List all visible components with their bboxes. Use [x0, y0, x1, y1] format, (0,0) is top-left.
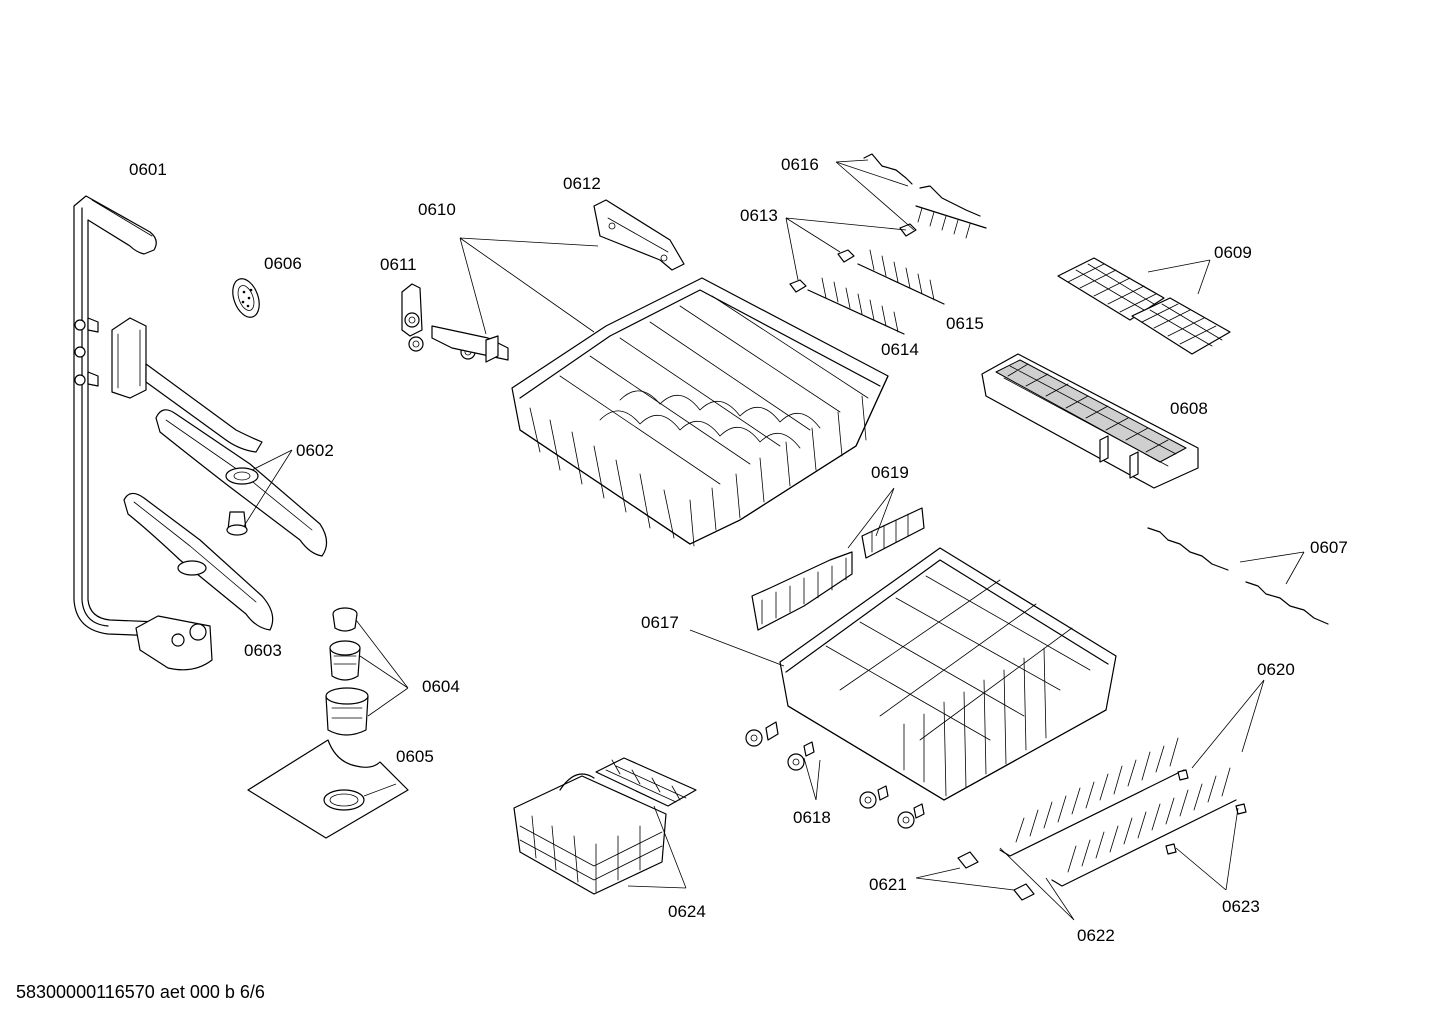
part-0603-spray-arm — [123, 492, 274, 631]
part-0624-cutlery-basket — [513, 757, 697, 895]
label-0615: 0615 — [946, 314, 984, 333]
part-0610-upper-basket — [511, 277, 889, 547]
part-0607-strips — [1147, 527, 1329, 625]
part-0606-cap — [232, 278, 260, 318]
part-0608-cutlery-tray — [981, 353, 1199, 489]
label-0606: 0606 — [264, 254, 302, 273]
label-0607: 0607 — [1310, 538, 1348, 557]
part-0615-tine-row — [857, 249, 945, 305]
part-0611-rail — [401, 283, 509, 363]
part-0614-tine-row — [807, 277, 905, 335]
part-0619-tine-panels — [751, 507, 925, 631]
label-0601: 0601 — [129, 160, 167, 179]
part-0616-tine-holders — [863, 153, 987, 239]
part-labels: 0601 0602 0603 0604 0605 0606 0607 0608 … — [129, 155, 1348, 945]
label-0602: 0602 — [296, 441, 334, 460]
part-0623-clips — [1165, 769, 1247, 855]
part-0621-clips — [957, 851, 1035, 901]
label-0622: 0622 — [1077, 926, 1115, 945]
leader-lines — [243, 159, 1305, 921]
label-0621: 0621 — [869, 875, 907, 894]
label-0624: 0624 — [668, 902, 706, 921]
drawing-reference-number: 58300000116570 aet 000 b 6/6 — [16, 982, 265, 1002]
label-0608: 0608 — [1170, 399, 1208, 418]
label-0605: 0605 — [396, 747, 434, 766]
label-0612: 0612 — [563, 174, 601, 193]
label-0611: 0611 — [380, 255, 417, 274]
label-0623: 0623 — [1222, 897, 1260, 916]
part-0604-filters — [325, 607, 369, 736]
label-0616: 0616 — [781, 155, 819, 174]
label-0614: 0614 — [881, 340, 919, 359]
label-0603: 0603 — [244, 641, 282, 660]
label-0610: 0610 — [418, 200, 456, 219]
label-0613: 0613 — [740, 206, 778, 225]
part-0617-lower-basket — [779, 547, 1117, 801]
label-0619: 0619 — [871, 463, 909, 482]
part-0605-filter-plate — [247, 739, 409, 839]
part-0620-tine-rows — [999, 737, 1237, 887]
part-0602-spray-arm — [155, 409, 328, 557]
part-0612-bracket — [593, 199, 685, 271]
label-0617: 0617 — [641, 613, 679, 632]
part-0618-wheels — [745, 721, 925, 829]
part-0601-water-pipe — [73, 195, 263, 671]
label-0620: 0620 — [1257, 660, 1295, 679]
label-0609: 0609 — [1214, 243, 1252, 262]
part-0609-racks — [1057, 257, 1231, 355]
label-0604: 0604 — [422, 677, 460, 696]
label-0618: 0618 — [793, 808, 831, 827]
part-0613-clips — [789, 223, 917, 293]
